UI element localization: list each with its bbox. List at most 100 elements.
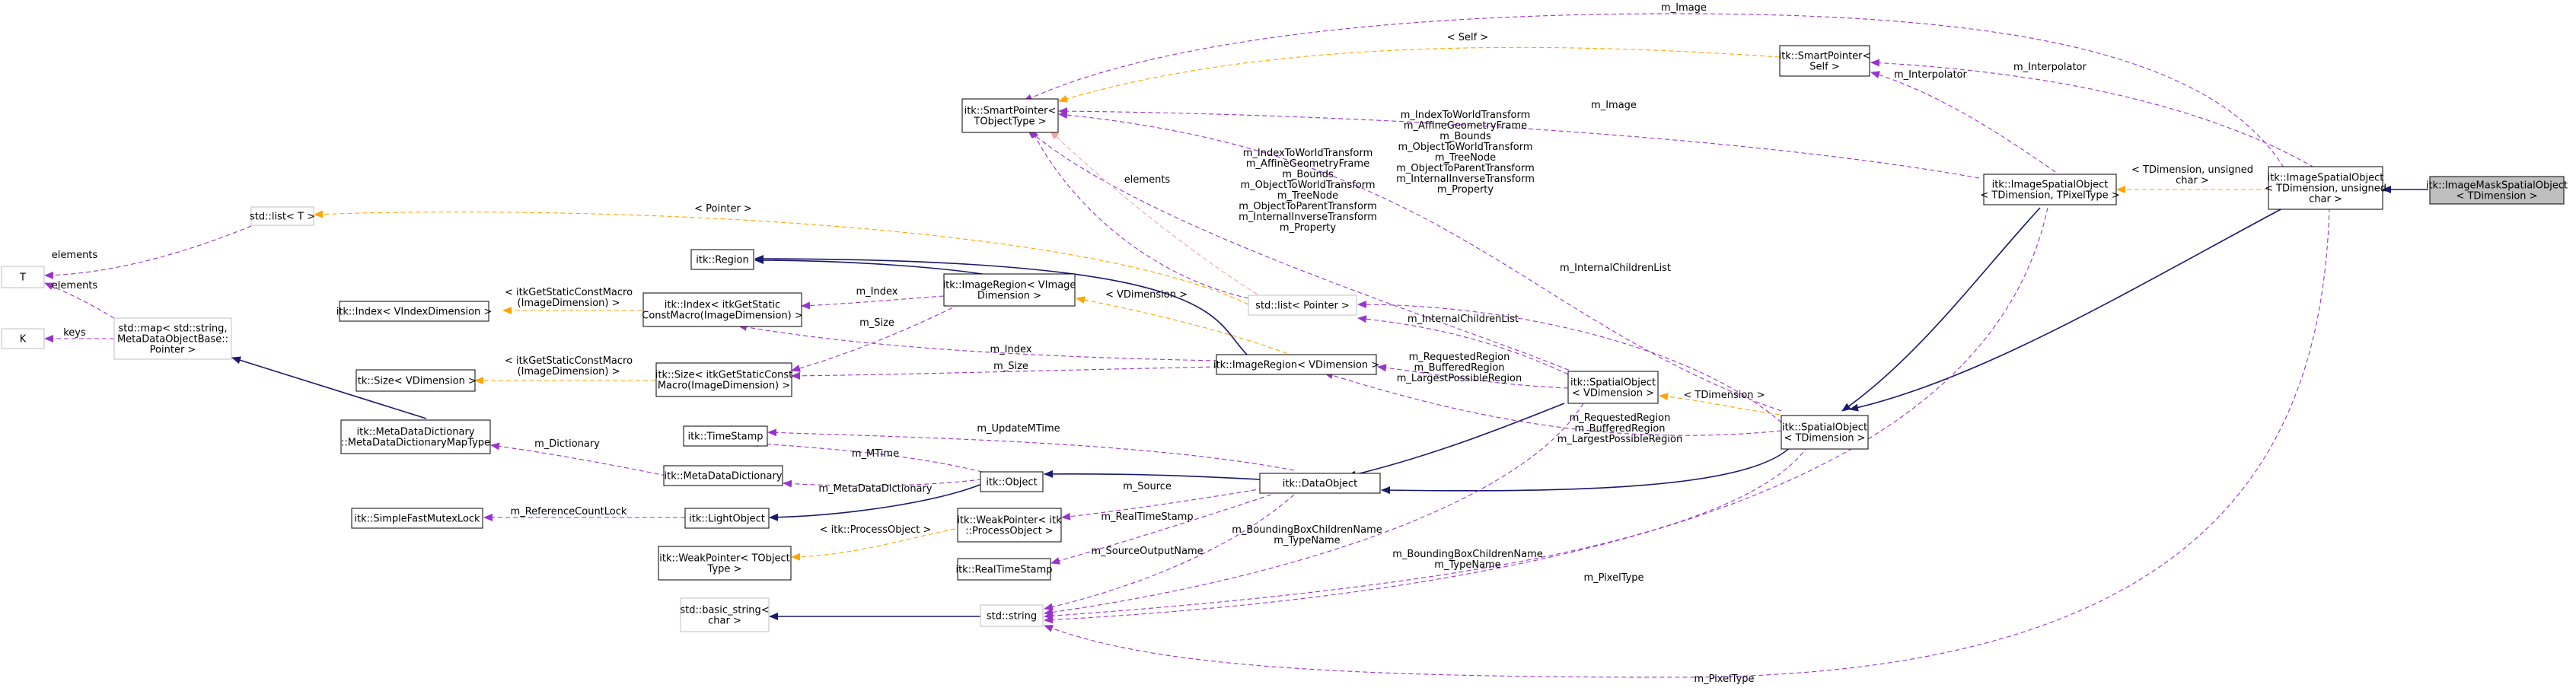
- edge-use-imageregionvimage-sizestatic: [791, 304, 960, 372]
- node-region[interactable]: itk::Region: [690, 249, 754, 270]
- node-image-region-vdim[interactable]: itk::ImageRegion< VDimension >: [1213, 354, 1379, 375]
- node-std-list-pointer[interactable]: std::list< Pointer >: [1248, 295, 1357, 316]
- edge-use-imageregionvdim-sizestatic: [791, 366, 1219, 380]
- image-spatial-object-char-label-line: char >: [2309, 194, 2342, 205]
- node-weak-pointer-tobject[interactable]: itk::WeakPointer< TObjectType >: [658, 546, 792, 581]
- spatial-object-vdim-label-line: < VDimension >: [1572, 388, 1654, 400]
- node-real-time-stamp[interactable]: itk::RealTimeStamp: [955, 558, 1053, 581]
- node-std-list-t[interactable]: std::list< T >: [250, 206, 315, 226]
- edge-use-imagespatialtpl-stdstring: [1044, 207, 2048, 624]
- edge-label-line: m_IndexToWorldTransform: [1243, 148, 1373, 159]
- basic-string-label-line: char >: [708, 616, 741, 627]
- node-std-string[interactable]: std::string: [980, 604, 1044, 627]
- node-object[interactable]: itk::Object: [980, 471, 1044, 492]
- image-spatial-object-tpl-label-line: < TDimension, TPixelType >: [1980, 190, 2119, 202]
- edge-label-line: m_PixelType: [1583, 572, 1643, 584]
- node-simple-fast-mutex-lock[interactable]: itk::SimpleFastMutexLock: [351, 508, 483, 529]
- weak-pointer-process-box: [957, 508, 1062, 543]
- edge-label-line: m_TreeNode: [1435, 152, 1496, 164]
- edge-label-line: < itk::ProcessObject >: [820, 524, 932, 536]
- std-map-label-line: std::map< std::string,: [118, 323, 227, 335]
- edge-label-size-macro: < itkGetStaticConstMacro(ImageDimension)…: [505, 355, 633, 377]
- edge-use-spatialvdim-smarttobject: [1027, 129, 1577, 374]
- node-index-static[interactable]: itk::Index< itkGetStaticConstMacro(Image…: [642, 292, 803, 327]
- image-region-vimage-label-line: Dimension >: [977, 291, 1041, 302]
- edge-label-m-real-time-stamp: m_RealTimeStamp: [1101, 511, 1193, 523]
- edge-use-spatialtdim-stdstring: [1044, 439, 1812, 620]
- index-vimage-box: [339, 301, 489, 322]
- edge-use-object-timestamp: [749, 439, 983, 473]
- edge-label-line: m_UpdateMTime: [977, 423, 1060, 435]
- node-timestamp[interactable]: itk::TimeStamp: [683, 425, 768, 447]
- node-light-object[interactable]: itk::LightObject: [684, 508, 770, 529]
- node-spatial-object-tdim[interactable]: itk::SpatialObject< TDimension >: [1781, 415, 1869, 450]
- node-image-spatial-object-char[interactable]: itk::ImageSpatialObject< TDimension, uns…: [2265, 166, 2386, 210]
- edge-label-line: < itkGetStaticConstMacro: [505, 355, 633, 367]
- edge-use-imagespatialchar-stdstring: [1044, 207, 2330, 678]
- node-image-spatial-object-tpl[interactable]: itk::ImageSpatialObject< TDimension, TPi…: [1980, 174, 2120, 205]
- node-metadata-dictionary[interactable]: itk::MetaDataDictionary: [663, 465, 783, 486]
- std-map-label-line: MetaDataObjectBase::: [117, 334, 228, 346]
- edge-use-object-metadatadict: [783, 479, 983, 488]
- image-mask-spatial-object-box: [2429, 176, 2565, 205]
- edge-tpl-stdlistpointer-stdlistt: [314, 210, 1249, 305]
- edge-use-imagespatialchar-smartself: [1870, 59, 2315, 168]
- std-list-pointer-box: [1248, 295, 1357, 316]
- edge-inherit-object-lightobject: [769, 483, 983, 521]
- node-weak-pointer-process[interactable]: itk::WeakPointer< itk::ProcessObject >: [957, 508, 1062, 543]
- node-metadata-dictionary-map[interactable]: itk::MetaDataDictionary::MetaDataDiction…: [340, 419, 491, 454]
- edge-label-line: < TDimension >: [1683, 390, 1765, 401]
- node-image-mask-spatial-object[interactable]: itk::ImageMaskSpatialObject< TDimension …: [2426, 176, 2568, 205]
- node-size-vdim[interactable]: itk::Size< VDimension >: [355, 369, 477, 392]
- edge-use-imageregionvimage-indexstatic: [801, 295, 945, 310]
- edge-label-line: m_Dictionary: [534, 438, 600, 450]
- edge-label-line: elements: [52, 280, 98, 291]
- node-k[interactable]: K: [1, 328, 45, 349]
- edge-use-stdmap-t: [44, 282, 115, 319]
- image-mask-spatial-object-label-line: itk::ImageMaskSpatialObject: [2426, 180, 2568, 192]
- index-static-label-line: ConstMacro(ImageDimension) >: [642, 310, 802, 322]
- std-list-t-label-line: std::list< T >: [250, 212, 315, 223]
- timestamp-label-line: itk::TimeStamp: [687, 431, 763, 443]
- edge-label-line: m_BoundingBoxChildrenName: [1232, 524, 1382, 536]
- edge-label-m-size-1: m_Size: [859, 317, 894, 329]
- basic-string-label-line: std::basic_string<: [680, 605, 769, 616]
- node-smart-pointer-tobject[interactable]: itk::SmartPointer<TObjectType >: [961, 98, 1059, 133]
- edge-label-line: m_BufferedRegion: [1574, 423, 1665, 435]
- edge-label-line: m_TypeName: [1434, 559, 1500, 571]
- node-size-static[interactable]: itk::Size< itkGetStaticConstMacro(ImageD…: [655, 362, 792, 397]
- weak-pointer-tobject-label-line: Type >: [707, 564, 742, 575]
- edge-use-metadatadict-metadatamap: [490, 442, 667, 476]
- metadata-dictionary-map-label-line: itk::MetaDataDictionary: [357, 427, 475, 438]
- edge-label-m-mtime: m_MTime: [852, 448, 899, 460]
- edge-use-dataobject-realtimestamp: [1050, 494, 1272, 565]
- edge-label-line: m_Index: [856, 286, 898, 298]
- node-basic-string[interactable]: std::basic_string<char >: [680, 597, 770, 632]
- node-t[interactable]: T: [1, 266, 45, 288]
- node-index-vimage[interactable]: itk::Index< VIndexDimension >: [336, 301, 493, 322]
- edge-label-line: m_ObjectToWorldTransform: [1398, 142, 1532, 153]
- edge-label-line: < Pointer >: [694, 203, 752, 215]
- edge-label-m-source-output-name: m_SourceOutputName: [1091, 546, 1203, 557]
- edge-use-dataobject-timestamp: [767, 428, 1295, 471]
- edge-use-stdlistpointer-smarttobject: [1031, 129, 1249, 299]
- edge-label-line: m_RequestedRegion: [1409, 352, 1510, 363]
- std-string-box: [980, 604, 1044, 627]
- edge-label-m-interpolator-1: m_Interpolator: [1894, 69, 1968, 81]
- edge-label-line: m_SourceOutputName: [1091, 546, 1203, 557]
- edge-label-line: m_ReferenceCountLock: [511, 506, 627, 517]
- smart-pointer-tobject-box: [961, 98, 1059, 133]
- edge-tpl-weakprocess-weaktobject: [791, 528, 956, 561]
- node-smart-pointer-self[interactable]: itk::SmartPointer<Self >: [1779, 45, 1871, 77]
- image-spatial-object-char-box: [2268, 166, 2383, 210]
- node-std-map[interactable]: std::map< std::string,MetaDataObjectBase…: [113, 317, 232, 360]
- node-data-object[interactable]: itk::DataObject: [1259, 473, 1381, 494]
- region-box: [690, 249, 754, 270]
- edge-label-m-internal-children-2: m_InternalChildrenList: [1408, 314, 1519, 325]
- metadata-dictionary-map-label-line: ::MetaDataDictionaryMapType: [341, 438, 490, 449]
- edge-use-stdlistt-t: [44, 225, 252, 279]
- edge-label-line: m_InternalChildrenList: [1560, 263, 1671, 274]
- node-spatial-object-vdim[interactable]: itk::SpatialObject< VDimension >: [1567, 371, 1659, 404]
